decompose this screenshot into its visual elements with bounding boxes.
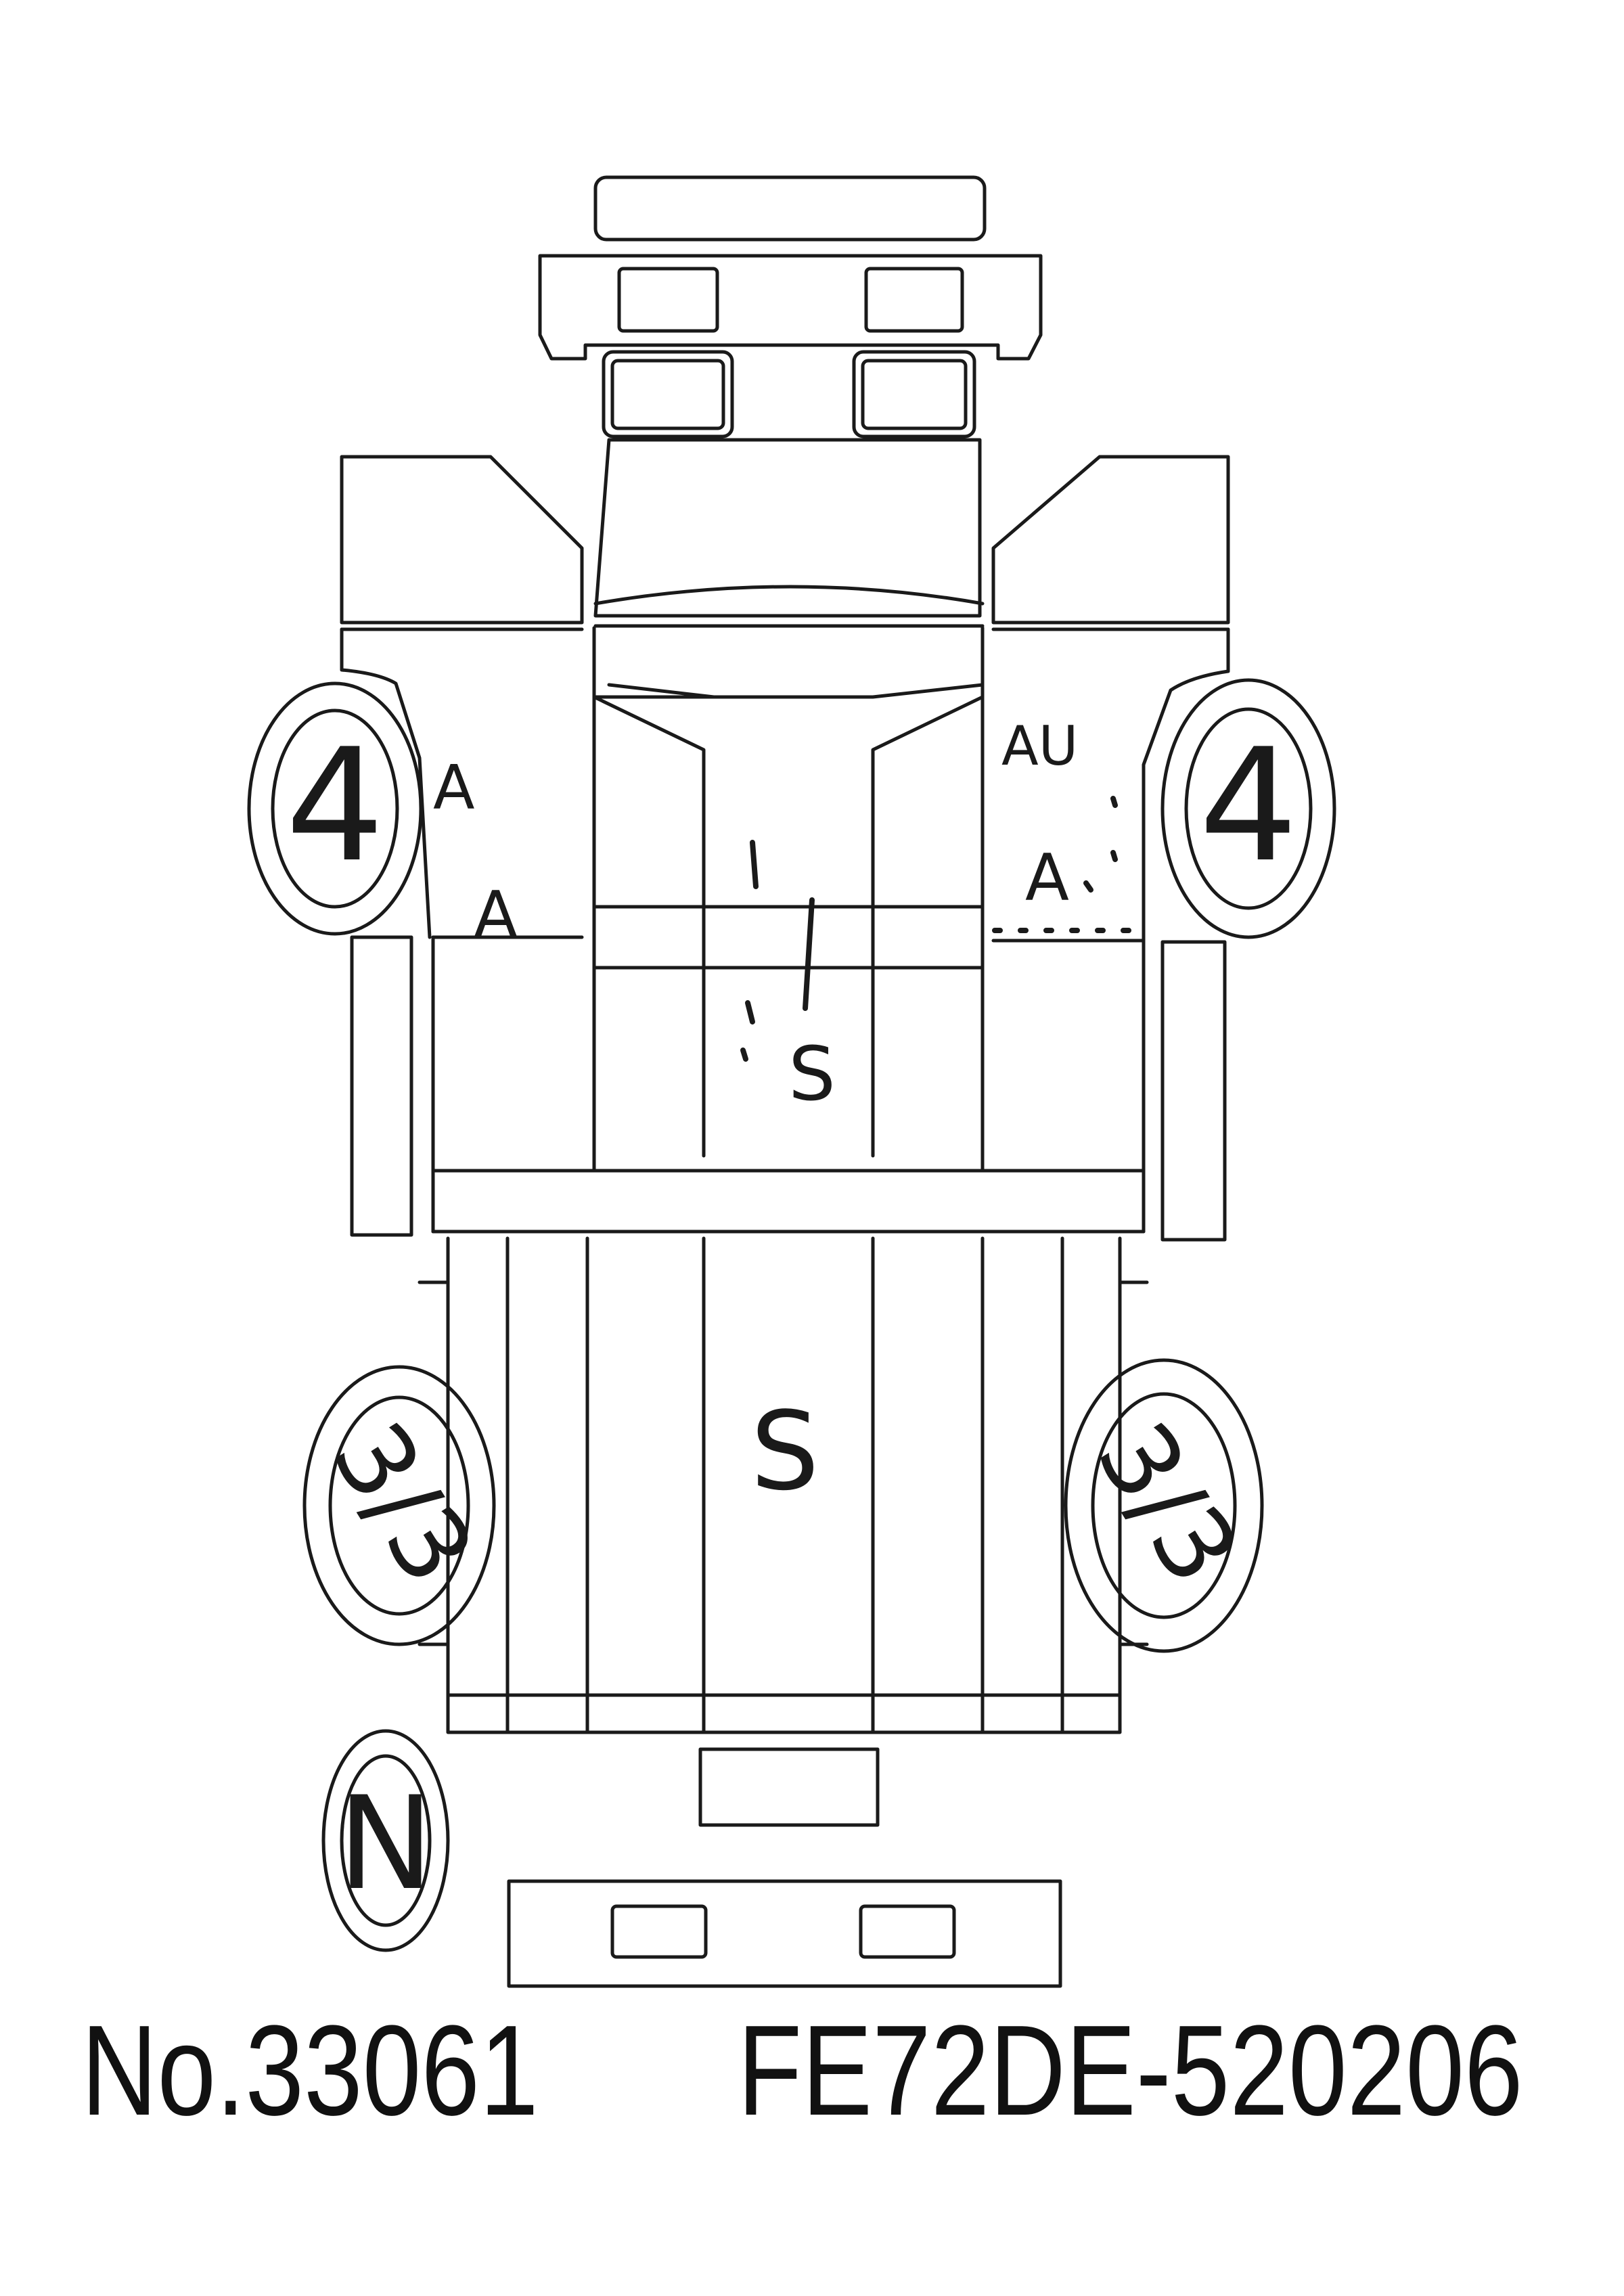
tire-front-left	[247, 681, 423, 936]
tire-rear-right-grade: 3/3	[1074, 1403, 1260, 1604]
scratch-marks	[740, 796, 1146, 1062]
damage-mark-left-door-lower: A	[474, 878, 518, 953]
tire-spare	[321, 1729, 450, 1952]
damage-mark-left-door-upper: A	[433, 752, 475, 824]
sheet-number: No.33061	[81, 1999, 539, 2142]
damage-mark-cargo-bed: S	[750, 1388, 819, 1514]
tire-front-right	[1160, 678, 1336, 939]
cab-top-view	[592, 438, 985, 1173]
tire-rear-right	[1064, 1358, 1264, 1653]
tire-rear-left-grade: 3/3	[309, 1403, 495, 1604]
tire-front-left-grade: 4	[286, 716, 384, 897]
cargo-bed	[418, 1236, 1149, 1734]
left-cab-side	[340, 455, 1146, 1237]
tire-spare-grade: N	[338, 1769, 434, 1918]
right-cab-side	[991, 455, 1230, 1242]
front-bumper-view	[538, 175, 1043, 438]
rear-bumper-view	[507, 1747, 1062, 1988]
damage-mark-right-door-upper: AU	[1001, 715, 1078, 778]
tire-rear-left	[302, 1365, 496, 1646]
model-code: FE72DE-520206	[738, 1999, 1523, 2142]
damage-mark-right-door-lower: A	[1025, 841, 1069, 916]
damage-mark-cab-roof: S	[788, 1031, 836, 1117]
tire-front-right-grade: 4	[1199, 716, 1298, 897]
